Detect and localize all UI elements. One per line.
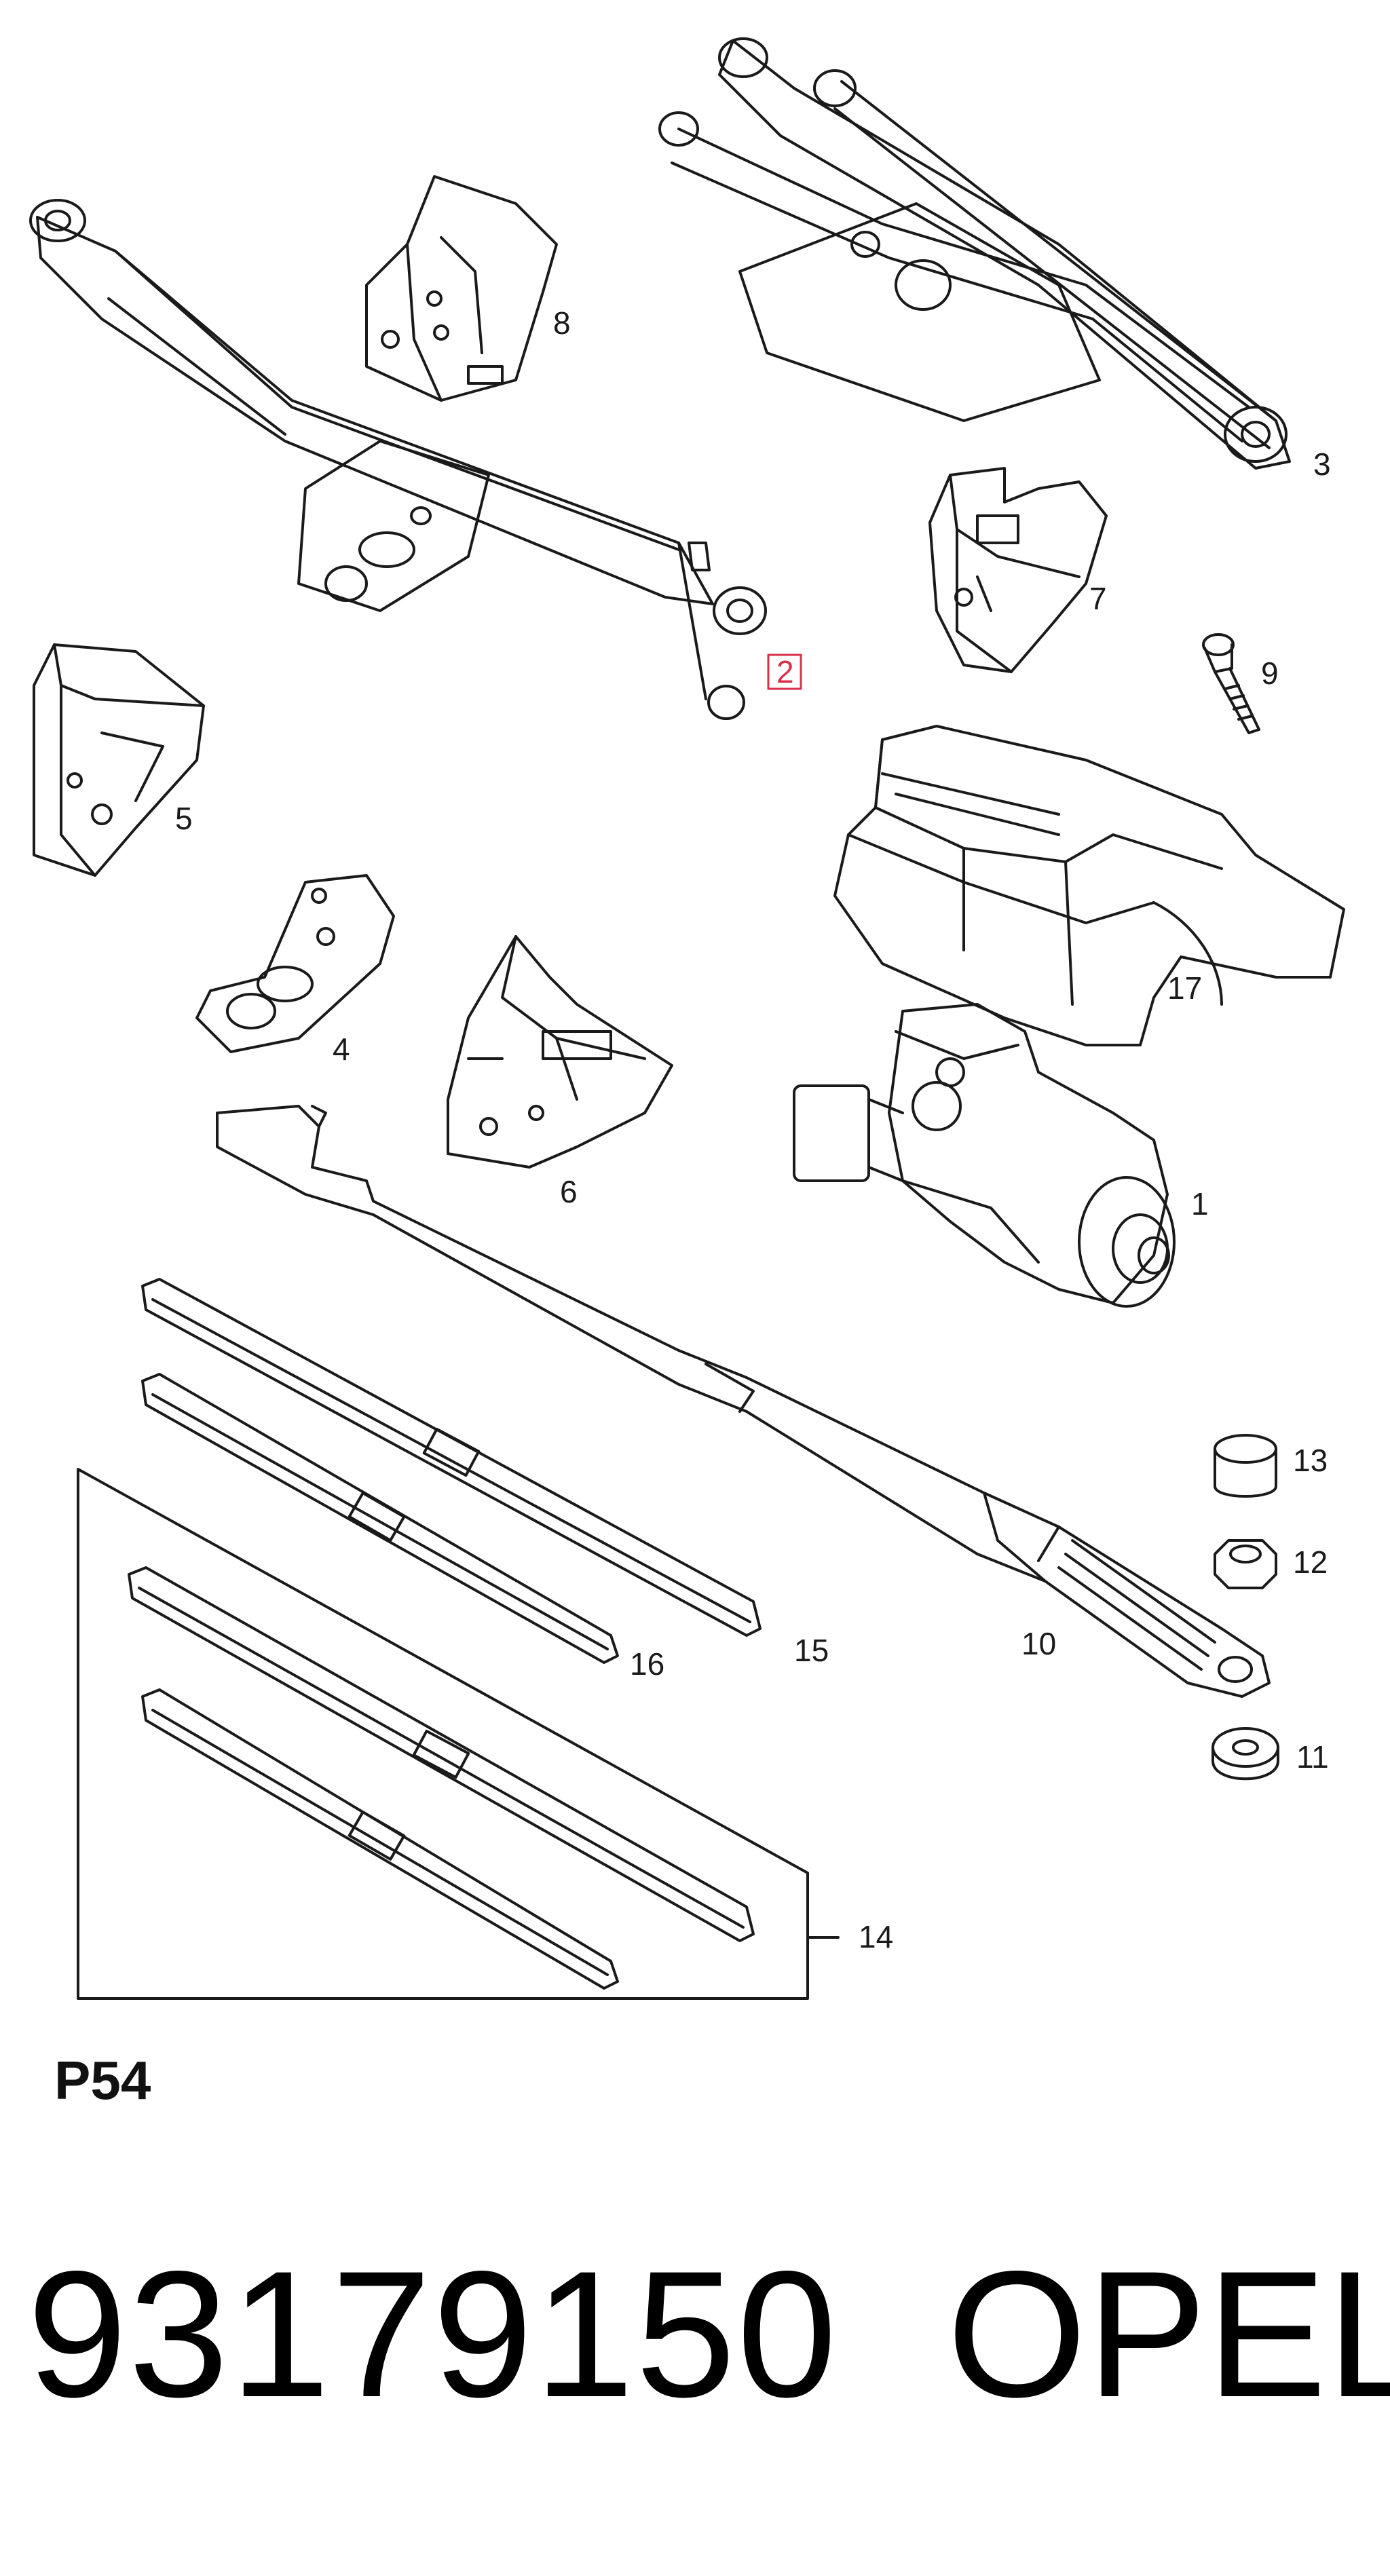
wiper-blade-part-15 xyxy=(141,1278,762,1637)
callout-15: 15 xyxy=(794,1633,829,1668)
bracket-part-8 xyxy=(365,175,558,402)
callout-12: 12 xyxy=(1293,1545,1328,1580)
bolt-part-9 xyxy=(1202,633,1260,734)
wiper-linkage-part-3 xyxy=(658,37,1291,470)
callout-14: 14 xyxy=(859,1919,893,1954)
wiper-motor-part-1 xyxy=(793,1003,1176,1308)
brand-name: OPEL xyxy=(947,2234,1390,2435)
nut-part-12 xyxy=(1214,1539,1277,1589)
callout-1: 1 xyxy=(1191,1186,1209,1221)
part-number: 93179150 xyxy=(27,2234,839,2435)
wiper-arm-part-10 xyxy=(216,1105,1271,1698)
callout-9: 9 xyxy=(1261,656,1279,691)
bracket-part-5 xyxy=(33,643,205,877)
wiper-linkage-part-2 xyxy=(29,199,767,720)
highlight-box xyxy=(767,654,802,690)
callout-2: 2 xyxy=(776,654,794,689)
callout-7: 7 xyxy=(1089,581,1107,616)
cap-part-13 xyxy=(1214,1434,1277,1498)
bracket-part-6 xyxy=(447,935,673,1169)
callout-5: 5 xyxy=(175,801,193,836)
callout-13: 13 xyxy=(1293,1443,1328,1478)
callout-4: 4 xyxy=(333,1031,350,1067)
callout-3: 3 xyxy=(1313,447,1331,482)
callout-17: 17 xyxy=(1167,970,1202,1006)
bracket-part-7 xyxy=(928,467,1108,673)
wiper-blade-set-part-14 xyxy=(77,1468,840,2000)
motor-cover-part-17 xyxy=(833,725,1345,1046)
callout-16: 16 xyxy=(630,1646,664,1682)
callout-10: 10 xyxy=(1021,1626,1056,1661)
wiper-blade-part-16 xyxy=(141,1373,619,1664)
page-code: P54 xyxy=(54,2050,151,2110)
callout-11: 11 xyxy=(1296,1739,1329,1775)
callout-8: 8 xyxy=(553,305,571,341)
washer-part-11 xyxy=(1211,1727,1279,1781)
bracket-part-4 xyxy=(195,874,395,1053)
callout-6: 6 xyxy=(560,1174,578,1209)
